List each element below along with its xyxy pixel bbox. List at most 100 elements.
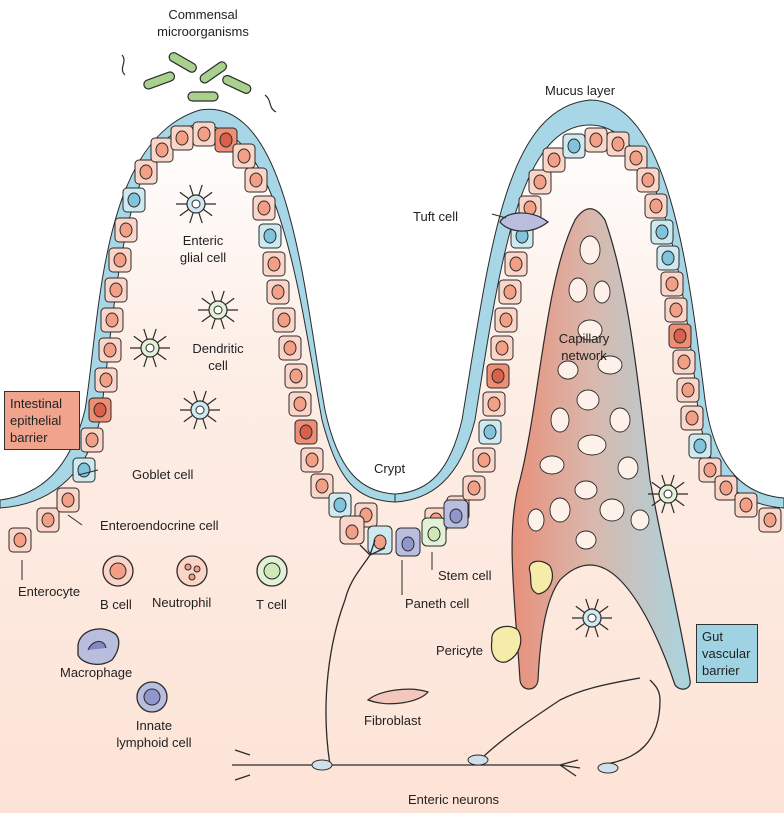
enterocyte-nucleus [649,198,663,214]
dendritic-cell [130,328,170,368]
goblet-nucleus [299,424,313,440]
enterocyte-nucleus [99,372,113,388]
label-fibroblast: Fibroblast [364,713,422,728]
enterocyte-nucleus [277,312,291,328]
endo-nucleus [693,438,707,454]
commensal-microorganisms [121,52,277,113]
crypt-nucleus [373,534,387,550]
enterocyte-nucleus [257,200,271,216]
enterocyte-nucleus [719,480,733,496]
enterocyte-nucleus [85,432,99,448]
label-innate-lymphoid-cell: Innate lymphoid cell [116,718,192,750]
capillary-hole [576,389,600,411]
label-stem-cell: Stem cell [438,568,492,583]
endo-nucleus [661,250,675,266]
endo-nucleus [77,462,91,478]
neuron-somas [311,754,619,774]
endo-nucleus [655,224,669,240]
label-gut-vascular-barrier: Gut vascular barrier [696,624,758,683]
enterocyte-nucleus [315,478,329,494]
crypt-nucleus [401,536,415,552]
goblet-nucleus [491,368,505,384]
enterocyte-nucleus [487,396,501,412]
stellate-cells [130,184,688,638]
enterocyte-nucleus [477,452,491,468]
capillary-hole [577,319,603,341]
capillary-hole [527,508,545,532]
enterocyte-nucleus [547,152,561,168]
macrophage [77,628,120,665]
enterocyte-nucleus [641,172,655,188]
label-neutrophil: Neutrophil [152,595,212,610]
enterocyte-nucleus [681,382,695,398]
capillary-hole [577,434,607,456]
capillary-hole [568,277,588,303]
enterocyte-nucleus [495,340,509,356]
label-enteric-glial: Enteric glial cell [179,233,227,265]
tuft-cell [499,212,549,232]
enterocyte-nucleus [103,342,117,358]
enteric-glial-cell [180,390,220,430]
capillary-hole [575,530,597,550]
endo-nucleus [263,228,277,244]
endo-nucleus [127,192,141,208]
enterocyte-nucleus [197,126,211,142]
label-mucus-layer: Mucus layer [545,83,616,98]
enterocyte-nucleus [113,252,127,268]
label-enteroendocrine-cell: Enteroendocrine cell [100,518,219,533]
label-macrophage: Macrophage [60,665,133,680]
enterocyte-nucleus [763,512,777,528]
enterocyte-nucleus [589,132,603,148]
label-intestinal-epithelial-barrier: Intestinal epithelial barrier [4,391,80,450]
enterocyte-nucleus [249,172,263,188]
enterocyte-nucleus [503,284,517,300]
enterocyte-nucleus [139,164,153,180]
capillary-hole [593,280,611,304]
enteric-glial-cell-nucleus [587,613,597,623]
enterocyte-nucleus [467,480,481,496]
capillary-hole [617,456,639,480]
capillary-holes [527,235,650,550]
enterocyte-nucleus [703,462,717,478]
capillary-hole [597,355,623,375]
dendritic-cell-nucleus [213,305,223,315]
enterocyte-nucleus [41,512,55,528]
enterocyte-nucleus [305,452,319,468]
dendritic-cell-nucleus [145,343,155,353]
enterocyte-nucleus [283,340,297,356]
label-goblet-cell: Goblet cell [132,467,194,482]
enterocyte-nucleus [267,256,281,272]
label-pericyte: Pericyte [436,643,483,658]
dendritic-cell [198,290,238,330]
crypt-nucleus [427,526,441,542]
label-enterocyte: Enterocyte [18,584,81,599]
mucus-layer-right [394,99,784,509]
enterocyte-nucleus [739,497,753,513]
enterocyte-nucleus [155,142,169,158]
enterocyte-nucleus [499,312,513,328]
enterocyte-nucleus [665,276,679,292]
label-enteric-neurons: Enteric neurons [408,792,500,807]
label-t-cell: T cell [256,597,287,612]
t-cell [256,555,288,587]
enterocyte-nucleus [509,256,523,272]
enterocyte-nucleus [105,312,119,328]
enteric-glial-cell [572,598,612,638]
epithelial-cells [8,121,782,557]
enterocyte-nucleus [611,136,625,152]
enterocyte-nucleus [293,396,307,412]
enterocyte-nucleus [677,354,691,370]
capillary-hole [599,498,625,522]
b-cell [102,555,134,587]
enterocyte-nucleus [685,410,699,426]
goblet-nucleus [93,402,107,418]
neutrophil [176,555,208,587]
enteric-glial-cell [176,184,216,224]
enterocyte-nucleus [175,130,189,146]
capillary-hole [630,509,650,531]
label-capillary-network: Capillary network [558,331,610,363]
crypt-nucleus [345,524,359,540]
enterocyte-nucleus [289,368,303,384]
label-paneth-cell: Paneth cell [405,596,470,611]
